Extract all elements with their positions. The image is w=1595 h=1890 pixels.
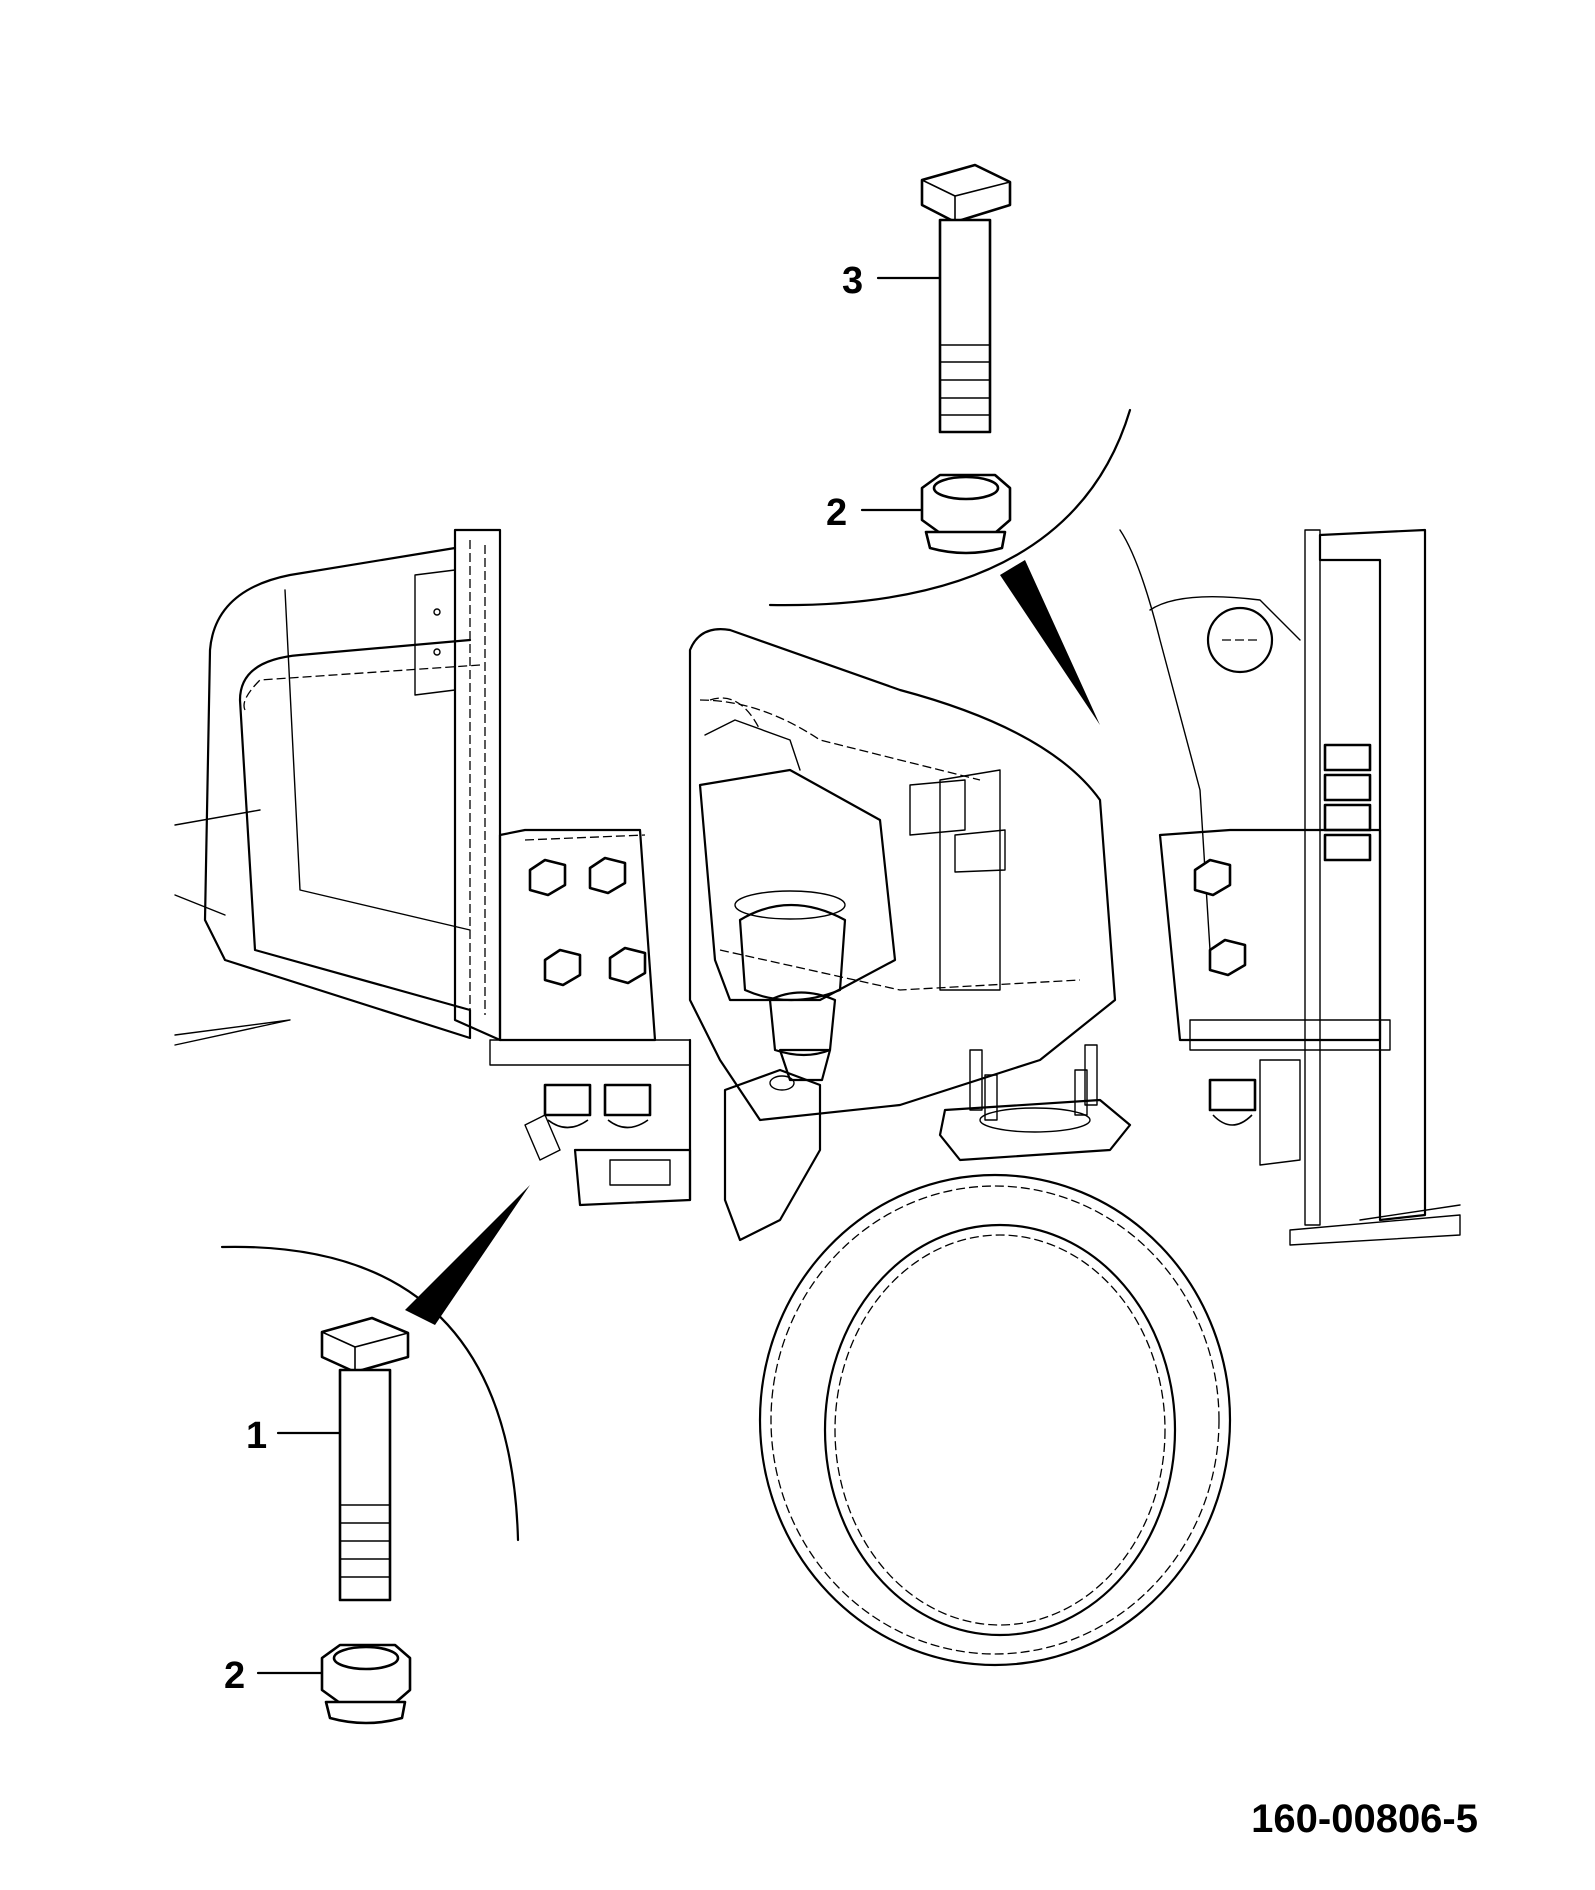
callout-2-bottom: 2 xyxy=(224,1655,245,1697)
callout-1: 1 xyxy=(246,1415,267,1457)
detail-view-top xyxy=(768,163,1132,725)
steering-knuckle xyxy=(723,1068,822,1242)
left-nut-group xyxy=(528,856,647,987)
left-bracket-plate xyxy=(498,828,657,1042)
right-frame-hole xyxy=(1206,606,1274,674)
drive-motor xyxy=(698,697,897,1082)
detail-pointer-bottom xyxy=(405,1185,530,1325)
left-mounting-plate xyxy=(453,528,502,1042)
lock-nut-top xyxy=(920,473,1012,555)
detail-view-bottom xyxy=(220,1185,530,1725)
callout-3: 3 xyxy=(842,260,863,302)
right-nut-stack xyxy=(1323,743,1372,862)
bolt-1 xyxy=(320,1316,410,1602)
lock-nut-bottom xyxy=(320,1643,412,1725)
detail-arc-top xyxy=(768,408,1132,607)
bolt-3 xyxy=(920,163,1012,434)
wheel-hub xyxy=(938,1044,1132,1162)
left-lower-nuts xyxy=(524,1083,652,1161)
detail-pointer-top xyxy=(1000,560,1100,725)
drawing-number: 160-00806-5 xyxy=(1251,1797,1478,1841)
left-fender xyxy=(203,546,472,1040)
wheel xyxy=(758,1173,1232,1667)
right-mounting-plate xyxy=(1318,528,1427,1222)
axle-assembly-drawing xyxy=(174,528,1461,1667)
center-housing xyxy=(688,628,1117,1122)
callout-2-top: 2 xyxy=(826,492,847,534)
